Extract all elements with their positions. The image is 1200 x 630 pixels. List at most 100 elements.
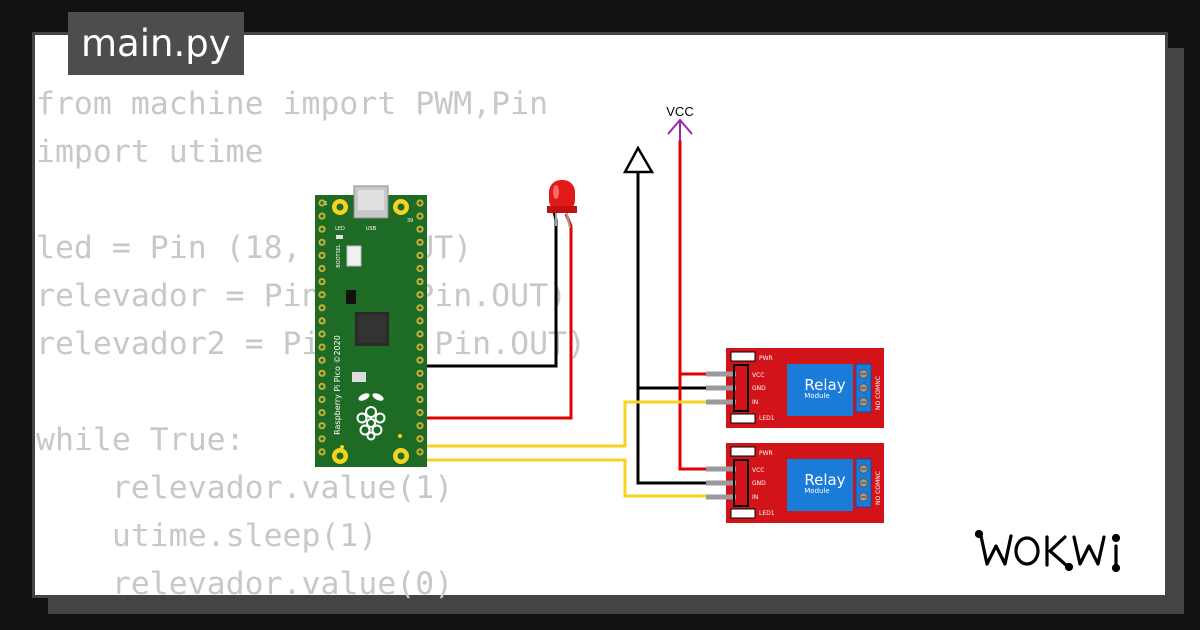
led-label: LED: [335, 226, 345, 232]
pico-pin-hole: [320, 358, 324, 362]
relay-header-pin[interactable]: [706, 399, 736, 405]
relay-header-pin[interactable]: [706, 371, 736, 377]
pico-pin-hole: [418, 280, 422, 284]
test-pad: [398, 434, 402, 438]
bootsel-label: BOOTSEL: [336, 244, 342, 268]
raspberry-logo-icon: [356, 393, 386, 441]
wire-signal-relay2: [418, 458, 708, 498]
usb-label: USB: [366, 226, 377, 232]
project-card: [32, 32, 1168, 598]
pico-pin-hole: [320, 371, 324, 375]
pico-pin-hole: [320, 227, 324, 231]
relay-gnd-label: GND: [752, 385, 766, 392]
pico-pin-hole: [320, 280, 324, 284]
relay-terminal-label: NO COMNC: [875, 376, 882, 410]
relay-header-pin[interactable]: [706, 385, 736, 391]
pico-pin-hole: [418, 371, 422, 375]
pwr-indicator: [730, 446, 756, 457]
code-line: import utime: [36, 134, 264, 170]
pico-pin-hole: [418, 345, 422, 349]
wire-vcc-relay1: [678, 140, 708, 376]
code-line: relevador.value(1): [36, 470, 454, 506]
red-led[interactable]: [547, 180, 577, 229]
pico-pin-hole: [418, 201, 422, 205]
led1-indicator: [730, 508, 756, 519]
rp2040-chip-top: [358, 315, 386, 343]
relay-subtitle: Module: [804, 392, 829, 400]
usb-connector-inner: [358, 190, 384, 210]
pico-pin-hole: [320, 345, 324, 349]
relay-title: Relay: [804, 471, 845, 489]
pico-pin-hole: [320, 253, 324, 257]
pico-pin-hole: [418, 411, 422, 415]
pico-pin-hole: [418, 332, 422, 336]
filename-tab[interactable]: main.py: [68, 12, 244, 75]
relay-gnd-label: GND: [752, 480, 766, 487]
pico-pin-hole: [418, 397, 422, 402]
pico-pin-hole: [320, 214, 324, 218]
pico-pin-hole: [320, 306, 324, 310]
pwr-indicator: [730, 351, 756, 362]
pico-pin-hole: [320, 332, 324, 336]
relay-vcc-label: VCC: [752, 372, 764, 379]
relay-header-pin[interactable]: [706, 480, 736, 486]
pico-pin-headers: [318, 199, 424, 456]
flash-chip: [346, 290, 356, 304]
raspberry-pi-pico[interactable]: USB LED 1 39 BOOTSEL Raspberry Pi Pico ©…: [315, 185, 427, 467]
crystal: [352, 372, 366, 382]
pico-pin-hole: [418, 424, 422, 428]
pico-pin-hole: [418, 437, 422, 441]
relay-header-pin[interactable]: [706, 494, 736, 500]
relay-vcc-label: VCC: [752, 467, 764, 474]
pico-pin-hole: [320, 424, 324, 428]
pico-pin-hole: [418, 293, 422, 297]
relay-title: Relay: [804, 376, 845, 394]
led-rim: [547, 206, 577, 213]
vcc-label: VCC: [666, 104, 693, 119]
onboard-led: [336, 235, 343, 239]
pico-board-label: Raspberry Pi Pico ©2020: [333, 335, 342, 435]
test-pad: [340, 445, 344, 449]
wire-vcc-relay2: [678, 374, 708, 471]
pico-pin-hole: [418, 358, 422, 362]
wire-gnd-relay1: [636, 170, 708, 390]
relay-led1-label: LED1: [759, 415, 775, 422]
bootsel-button[interactable]: [346, 245, 362, 267]
relay-pwr-label: PWR: [759, 450, 773, 457]
pin39-label: 39: [407, 218, 413, 224]
wire-signal-relay1: [418, 400, 708, 448]
led1-indicator: [730, 413, 756, 424]
pico-mount-hole-inner: [336, 452, 344, 460]
pico-pin-hole: [418, 306, 422, 310]
pico-pin-hole: [418, 214, 422, 218]
wire-led-ground: [418, 207, 558, 368]
pico-pin-hole: [320, 450, 324, 454]
relay-pwr-label: PWR: [759, 355, 773, 362]
pico-mount-hole-inner: [397, 203, 405, 211]
pico-pin-hole: [418, 450, 422, 454]
relay-header-pin[interactable]: [706, 466, 736, 472]
wokwi-logo: [975, 529, 1121, 573]
relay-coil-body: [787, 459, 853, 511]
pico-pin-hole: [320, 437, 324, 441]
ground-arrow-icon: [622, 145, 655, 174]
wire-gnd-relay2: [636, 388, 708, 485]
relay-subtitle: Module: [804, 487, 829, 495]
pico-pin-hole: [418, 266, 422, 271]
pin1-label: 1: [324, 201, 327, 207]
pico-pin-hole: [320, 266, 324, 271]
relay-led1-label: LED1: [759, 510, 775, 517]
relay-in-label: IN: [752, 494, 758, 501]
pico-pin-hole: [320, 384, 324, 388]
pico-pin-hole: [320, 319, 324, 323]
relay-header: [733, 364, 749, 412]
pico-pin-hole: [320, 411, 324, 415]
pico-pin-hole: [418, 227, 422, 231]
relay-terminal-label: NO COMNC: [875, 471, 882, 505]
code-line: utime.sleep(1): [36, 518, 378, 554]
pico-pin-hole: [320, 397, 324, 402]
